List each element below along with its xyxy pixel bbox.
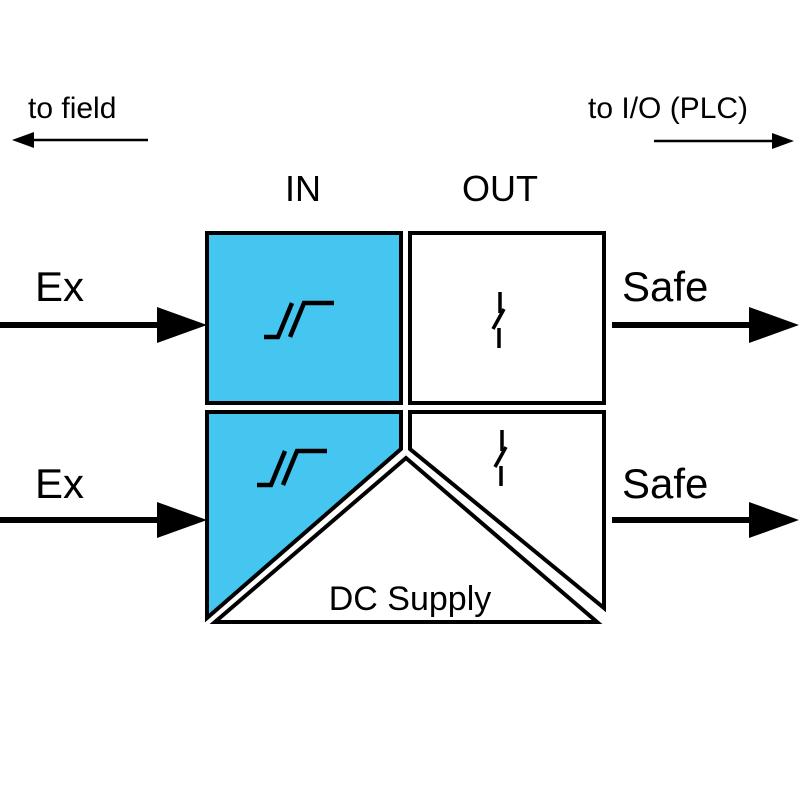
switch-contact-icon	[491, 292, 506, 348]
hysteresis-stroke-left	[264, 302, 295, 340]
ex-label-bottom: Ex	[35, 460, 84, 507]
input-block-top	[205, 231, 403, 405]
to-io-label: to I/O (PLC)	[588, 92, 748, 125]
dc-supply-block	[209, 455, 603, 624]
switch-blade	[491, 308, 506, 330]
safe-label-top: Safe	[622, 263, 708, 310]
arrow-right-icon	[654, 133, 794, 149]
field-arrow-head	[12, 132, 34, 148]
arrow-right-icon	[0, 307, 207, 343]
hysteresis-stroke-right	[287, 300, 334, 338]
out-column-label: OUT	[462, 168, 538, 209]
to-field-label: to field	[28, 92, 116, 125]
hysteresis-icon	[264, 300, 334, 340]
io-arrow-head	[772, 133, 794, 149]
input-block-bottom	[205, 410, 403, 623]
arrow-right-icon	[612, 502, 799, 538]
hysteresis-stroke-right	[280, 448, 327, 486]
switch-blade	[493, 446, 508, 468]
output-block-bottom	[408, 410, 606, 613]
output-block-top	[408, 231, 606, 405]
output-arrow-top-head	[749, 307, 799, 343]
input-arrow-bottom-head	[157, 502, 207, 538]
hysteresis-stroke-left	[257, 450, 288, 488]
in-column-label: IN	[285, 168, 321, 209]
output-arrow-bottom-head	[749, 502, 799, 538]
arrow-right-icon	[612, 307, 799, 343]
input-arrow-top-head	[157, 307, 207, 343]
arrow-right-icon	[0, 502, 207, 538]
dc-supply-label: DC Supply	[329, 580, 492, 618]
hysteresis-icon	[257, 448, 327, 488]
switch-contact-icon	[493, 430, 508, 486]
arrow-left-icon	[12, 132, 148, 148]
safe-label-bottom: Safe	[622, 460, 708, 507]
ex-label-top: Ex	[35, 263, 84, 310]
